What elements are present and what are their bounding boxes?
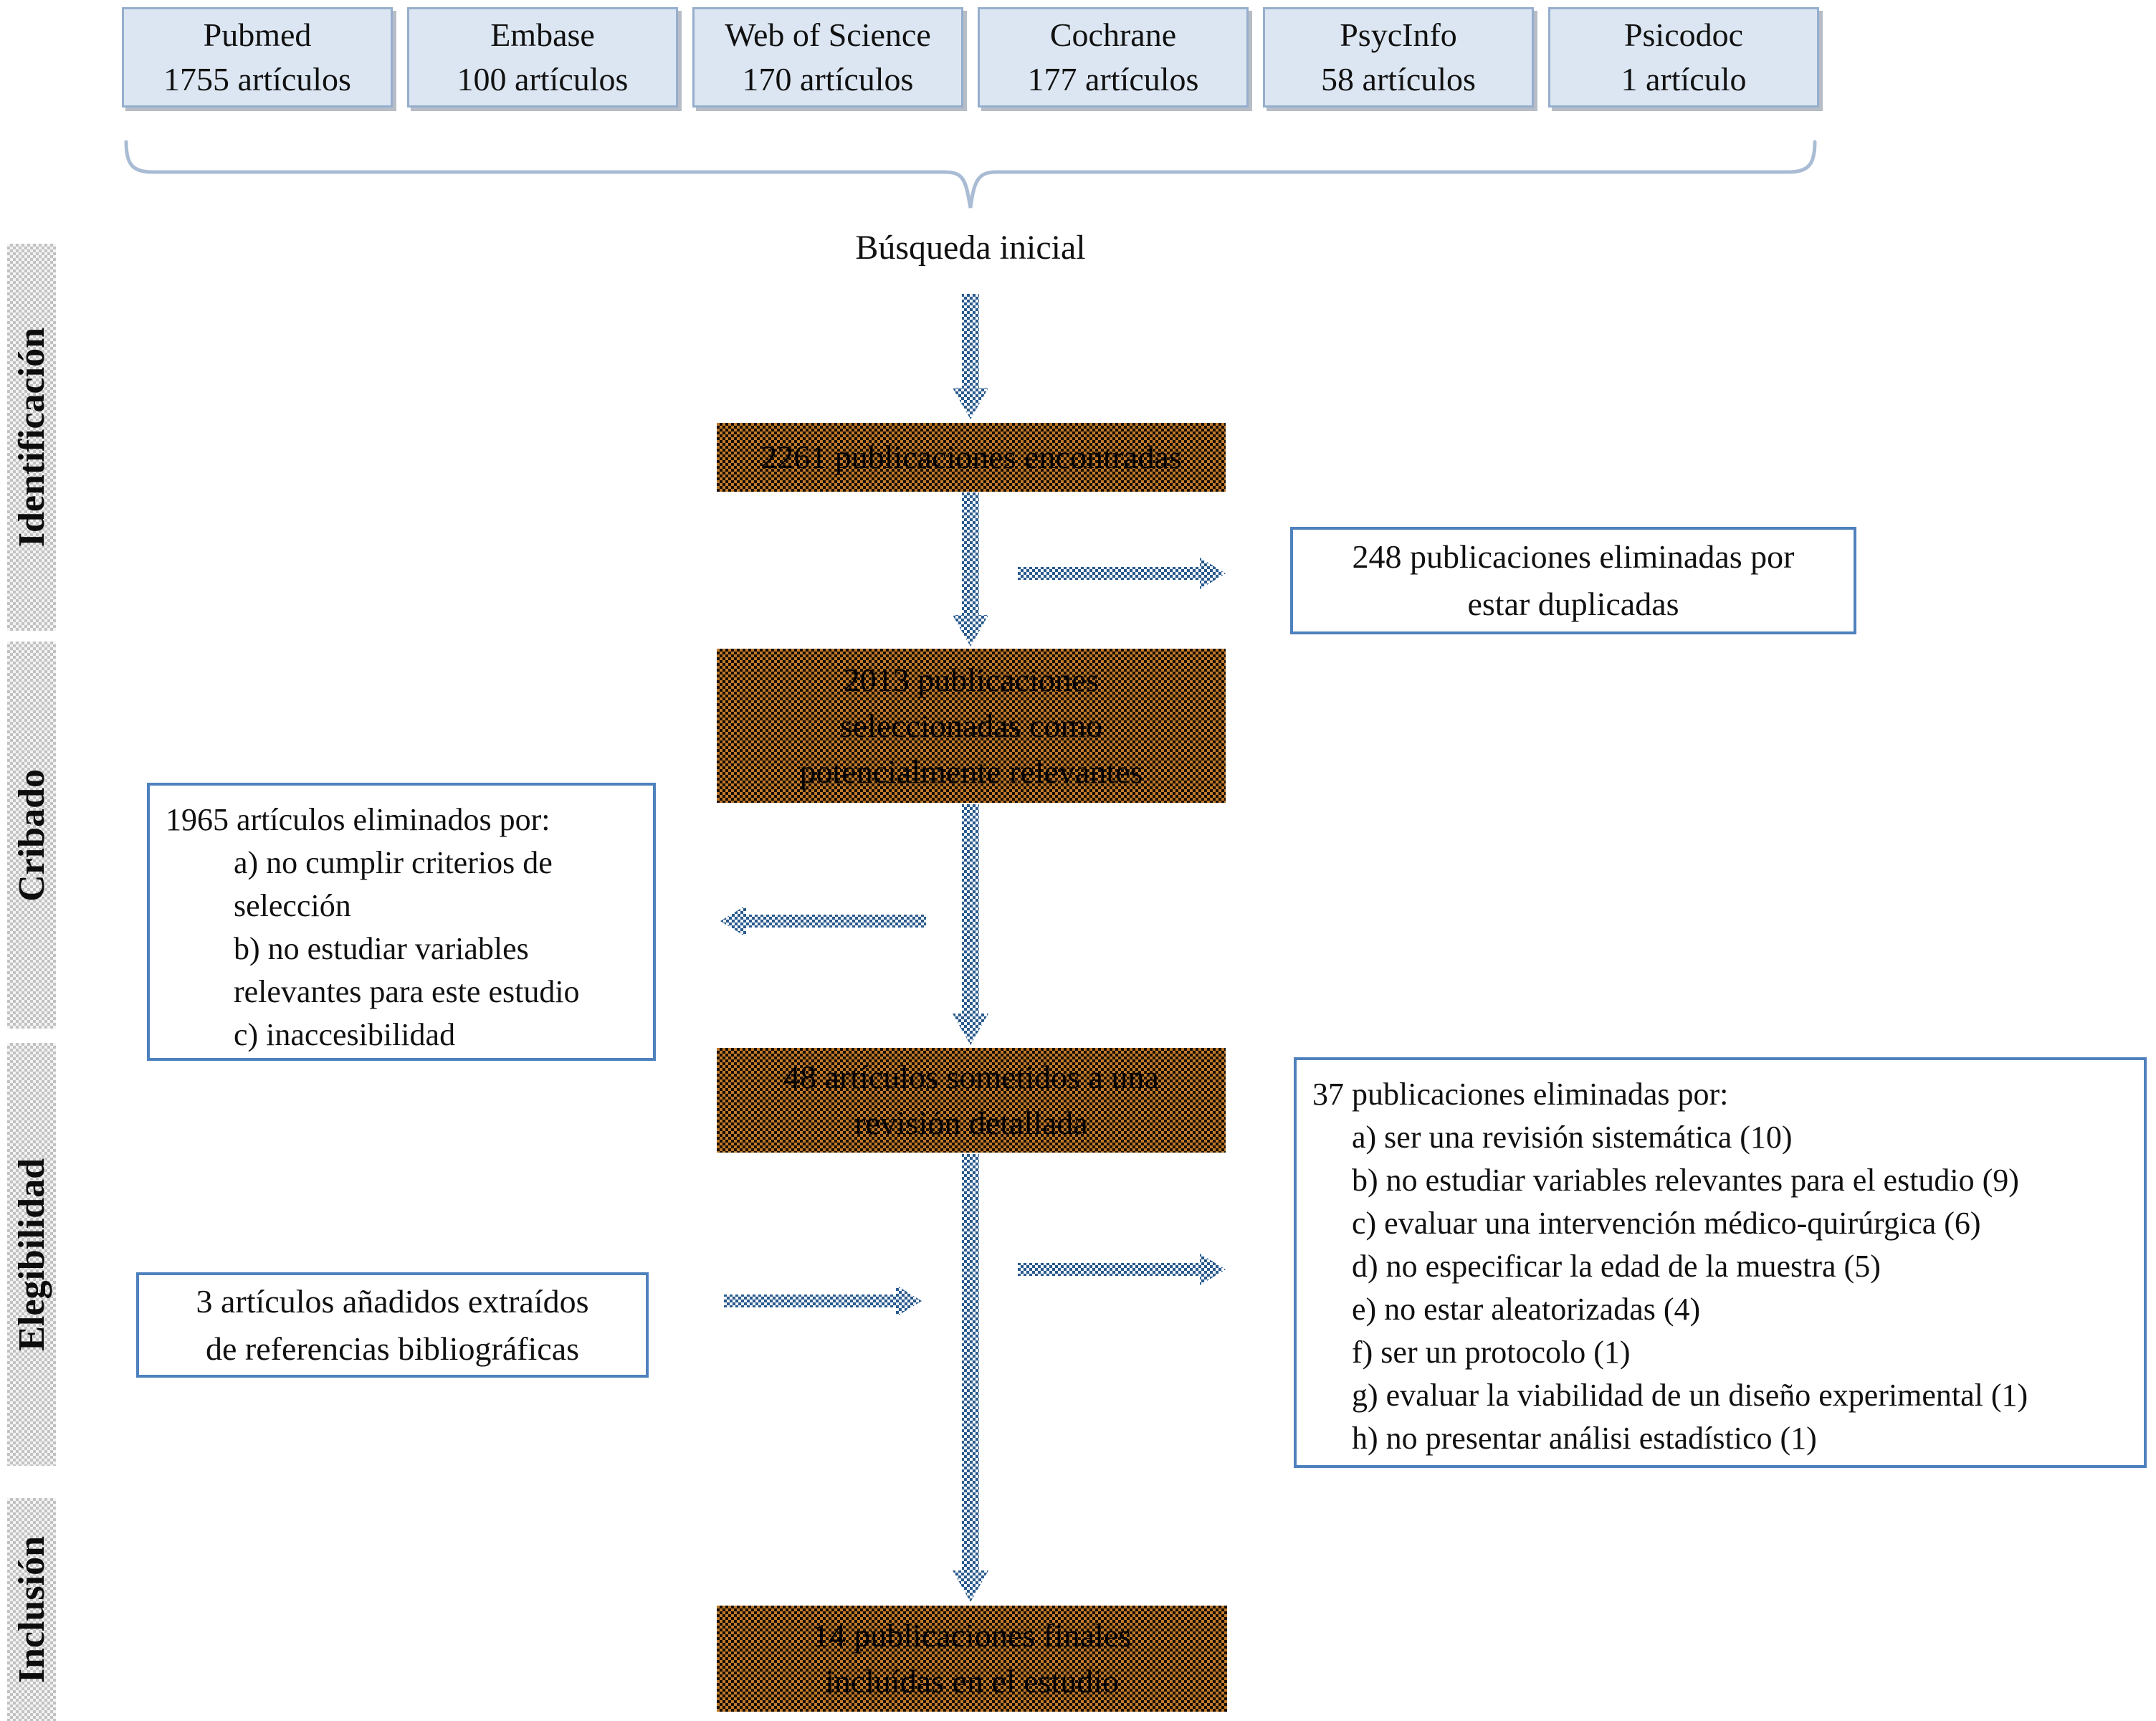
eligibility-exclusions-box: 37 publicaciones eliminadas por: a) ser …	[1294, 1057, 2147, 1468]
db-name: PsycInfo	[1340, 16, 1457, 53]
arrow-found-to-selected	[953, 492, 988, 647]
arrow-selected-to-review	[953, 804, 988, 1045]
db-name: Cochrane	[1049, 16, 1177, 53]
screening-item: c) inaccesibilidad	[234, 1017, 456, 1052]
eligibility-item: d) no especificar la edad de la muestra …	[1352, 1249, 1881, 1284]
brace	[124, 140, 1817, 209]
eligibility-item: f) ser un protocolo (1)	[1352, 1335, 1631, 1370]
db-count: 100 artículos	[457, 61, 629, 97]
search-initial-label: Búsqueda inicial	[855, 229, 1086, 267]
eligibility-item: g) evaluar la viabilidad de un diseño ex…	[1352, 1378, 2028, 1413]
arrow-to-eligibility-exclusions-box	[1018, 1254, 1226, 1285]
db-box-embase: Embase 100 artículos	[407, 7, 678, 108]
eligibility-title: 37 publicaciones eliminadas por:	[1312, 1077, 1729, 1112]
db-name: Web of Science	[725, 16, 931, 53]
review-box: 48 artículos sometidos a una revisión de…	[717, 1048, 1226, 1153]
added-line2: de referencias bibliográficas	[205, 1330, 580, 1367]
added-articles-box: 3 artículos añadidos extraídos de refere…	[136, 1272, 649, 1378]
db-box-pubmed: Pubmed 1755 artículos	[122, 7, 393, 108]
duplicates-box: 248 publicaciones eliminadas por estar d…	[1290, 527, 1856, 634]
found-box: 2261 publicaciones encontradas	[717, 423, 1226, 492]
duplicates-line2: estar duplicadas	[1467, 586, 1679, 622]
arrow-from-added-articles-box	[724, 1285, 922, 1317]
eligibility-item: e) no estar aleatorizadas (4)	[1352, 1292, 1701, 1327]
selected-box-text: 2013 publicaciones seleccionadas como po…	[799, 661, 1143, 790]
stage-bar-cribado: Cribado	[7, 642, 56, 1029]
found-box-text: 2261 publicaciones encontradas	[760, 439, 1182, 475]
db-box-web-of-science: Web of Science 170 artículos	[692, 7, 963, 108]
eligibility-item: c) evaluar una intervención médico-quirú…	[1352, 1206, 1981, 1241]
stage-label: Inclusión	[11, 1535, 52, 1684]
db-count: 1755 artículos	[163, 61, 351, 97]
screening-exclusions-box: 1965 artículos eliminados por: a) no cum…	[147, 783, 656, 1061]
stage-bar-elegibilidad: Elegibilidad	[7, 1043, 56, 1466]
review-box-text: 48 artículos sometidos a una revisión de…	[783, 1059, 1159, 1141]
db-box-psycinfo: PsycInfo 58 artículos	[1263, 7, 1534, 108]
added-line1: 3 artículos añadidos extraídos	[196, 1282, 589, 1320]
selected-box: 2013 publicaciones seleccionadas como po…	[717, 649, 1226, 803]
stage-label: Cribado	[11, 768, 52, 902]
db-name: Pubmed	[203, 16, 312, 53]
final-box-text: 14 publicaciones finales incluídas en el…	[812, 1617, 1132, 1699]
stage-bar-inclusion: Inclusión	[7, 1498, 56, 1721]
db-name: Psicodoc	[1623, 16, 1744, 53]
eligibility-item: h) no presentar análisi estadístico (1)	[1352, 1421, 1817, 1456]
db-count: 170 artículos	[742, 61, 914, 97]
eligibility-item: a) ser una revisión sistemática (10)	[1352, 1120, 1793, 1155]
stage-label: Identificación	[11, 327, 52, 548]
arrow-search-to-found	[953, 294, 988, 419]
screening-item: a) no cumplir criterios de selección	[234, 845, 553, 923]
db-count: 177 artículos	[1027, 61, 1199, 97]
db-count: 58 artículos	[1321, 61, 1476, 97]
stage-label: Elegibilidad	[11, 1158, 52, 1351]
screening-title: 1965 artículos eliminados por:	[166, 802, 550, 837]
db-box-cochrane: Cochrane 177 artículos	[978, 7, 1249, 108]
eligibility-item: b) no estudiar variables relevantes para…	[1352, 1163, 2019, 1198]
screening-item: b) no estudiar variables relevantes para…	[234, 931, 580, 1009]
arrow-review-to-final	[953, 1154, 988, 1602]
duplicates-line1: 248 publicaciones eliminadas por	[1352, 538, 1795, 575]
arrow-to-duplicates-box	[1018, 558, 1226, 589]
final-box: 14 publicaciones finales incluídas en el…	[717, 1606, 1227, 1712]
db-count: 1 artículo	[1621, 61, 1747, 97]
db-name: Embase	[490, 16, 595, 53]
db-box-psicodoc: Psicodoc 1 artículo	[1548, 7, 1819, 108]
arrow-to-screening-exclusions-box	[720, 905, 926, 937]
stage-bar-identificacion: Identificación	[7, 244, 56, 631]
